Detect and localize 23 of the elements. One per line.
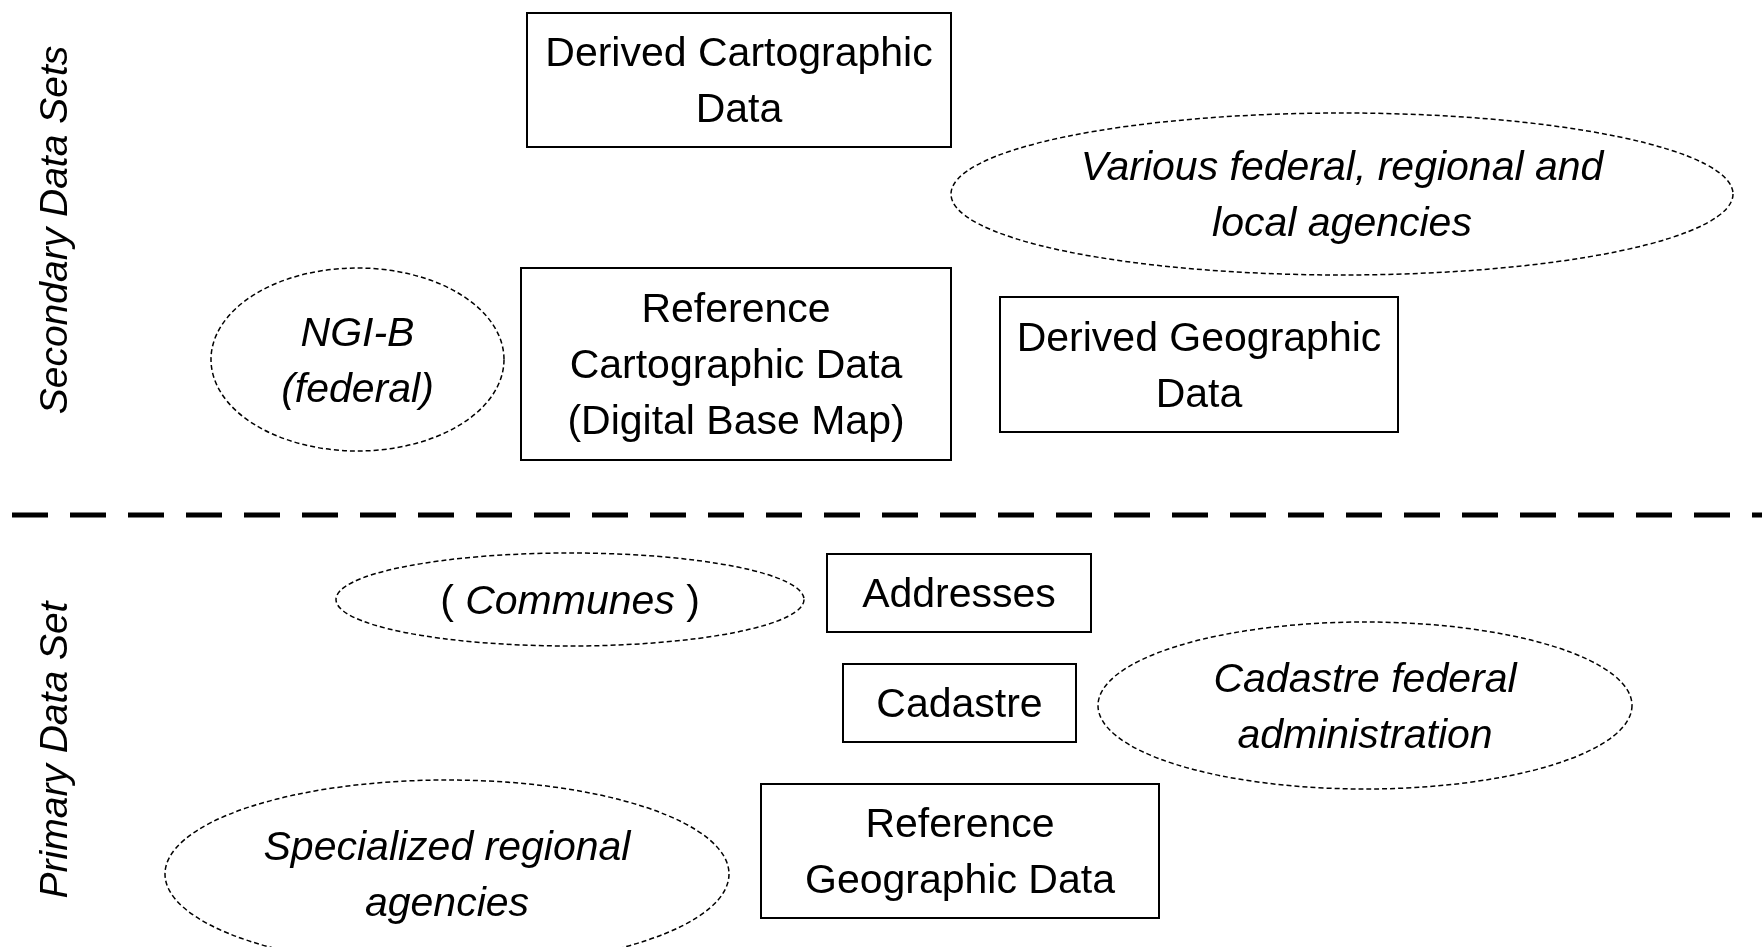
- rectangle-box: [520, 267, 952, 461]
- node-text: NGI-B (federal): [280, 307, 435, 413]
- dashed-ellipse: [210, 267, 505, 452]
- rectangle-box: [999, 296, 1399, 433]
- node-text: Cadastre federal administration: [1212, 653, 1519, 759]
- node-text: Various federal, regional and local agencies: [1079, 142, 1606, 247]
- dashed-ellipse: [950, 112, 1734, 276]
- node-text: Derived Cartographic Data: [544, 28, 934, 133]
- section-label: Primary Data Set: [31, 601, 76, 899]
- rectangle-box: [526, 12, 952, 148]
- node-text: Specialized regional agencies: [262, 822, 633, 927]
- node-text: Cadastre: [876, 679, 1043, 728]
- rectangle-box: [760, 783, 1160, 919]
- node-text: Derived Geographic Data: [1015, 312, 1383, 418]
- section-label: Secondary Data Sets: [31, 45, 76, 415]
- node-text: Reference Cartographic Data (Digital Base Map): [566, 284, 906, 445]
- dashed-ellipse: [1097, 621, 1633, 790]
- node-text: ( Communes ): [440, 575, 700, 625]
- node-text: Reference Geographic Data: [804, 799, 1116, 904]
- dashed-ellipse: [335, 552, 805, 647]
- rectangle-box: [842, 663, 1077, 743]
- rectangle-box: [826, 553, 1092, 633]
- node-text: Addresses: [862, 569, 1056, 618]
